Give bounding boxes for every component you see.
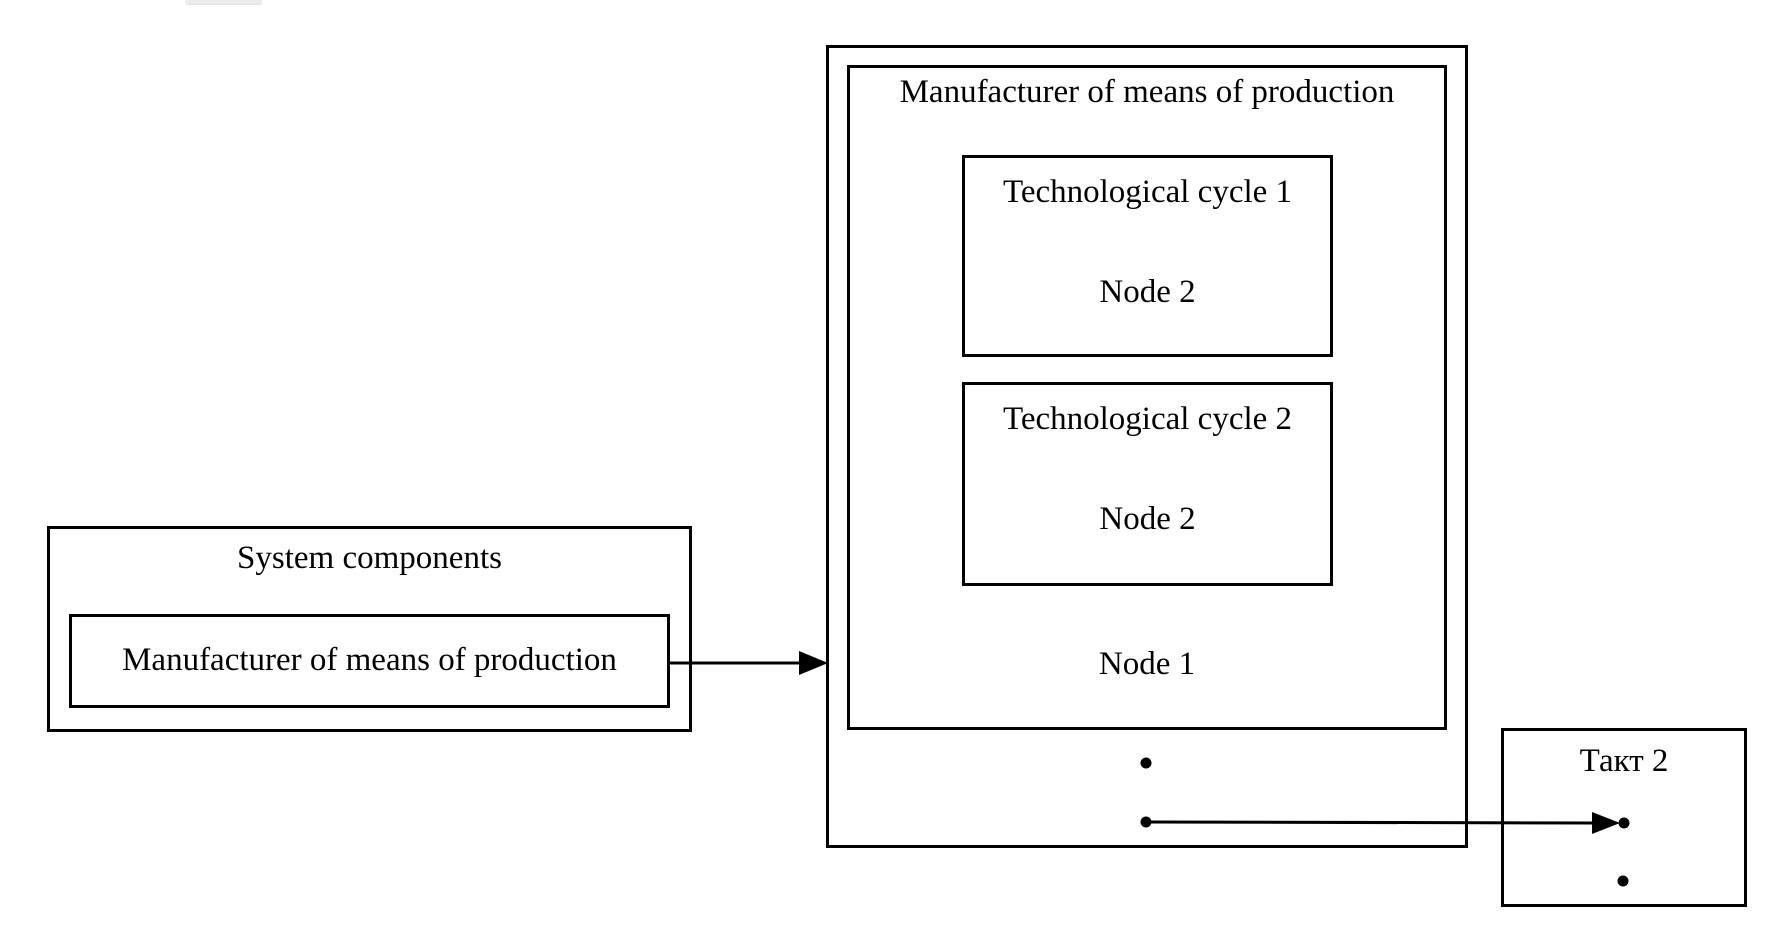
technological-cycle-1-box: Technological cycle 1 Node 2 — [962, 155, 1333, 357]
technological-cycle-2-node-label: Node 2 — [1099, 501, 1196, 537]
technological-cycle-2-box: Technological cycle 2 Node 2 — [962, 382, 1333, 586]
system-components-title: System components — [237, 540, 502, 576]
system-components-item-label: Manufacturer of means of production — [122, 642, 617, 679]
technological-cycle-1-title: Technological cycle 1 — [1002, 174, 1293, 210]
top-edge-artifact — [185, 0, 262, 5]
arrowhead-system-to-manufacturer-icon — [799, 651, 828, 675]
system-components-item-box: Manufacturer of means of production — [69, 614, 670, 708]
manufacturer-title: Manufacturer of means of production — [899, 74, 1395, 110]
node-1-label: Node 1 — [1098, 646, 1196, 682]
technological-cycle-1-node-label: Node 2 — [1099, 274, 1196, 310]
technological-cycle-2-title: Technological cycle 2 — [1002, 401, 1293, 437]
takt-2-title: Такт 2 — [1579, 743, 1669, 779]
